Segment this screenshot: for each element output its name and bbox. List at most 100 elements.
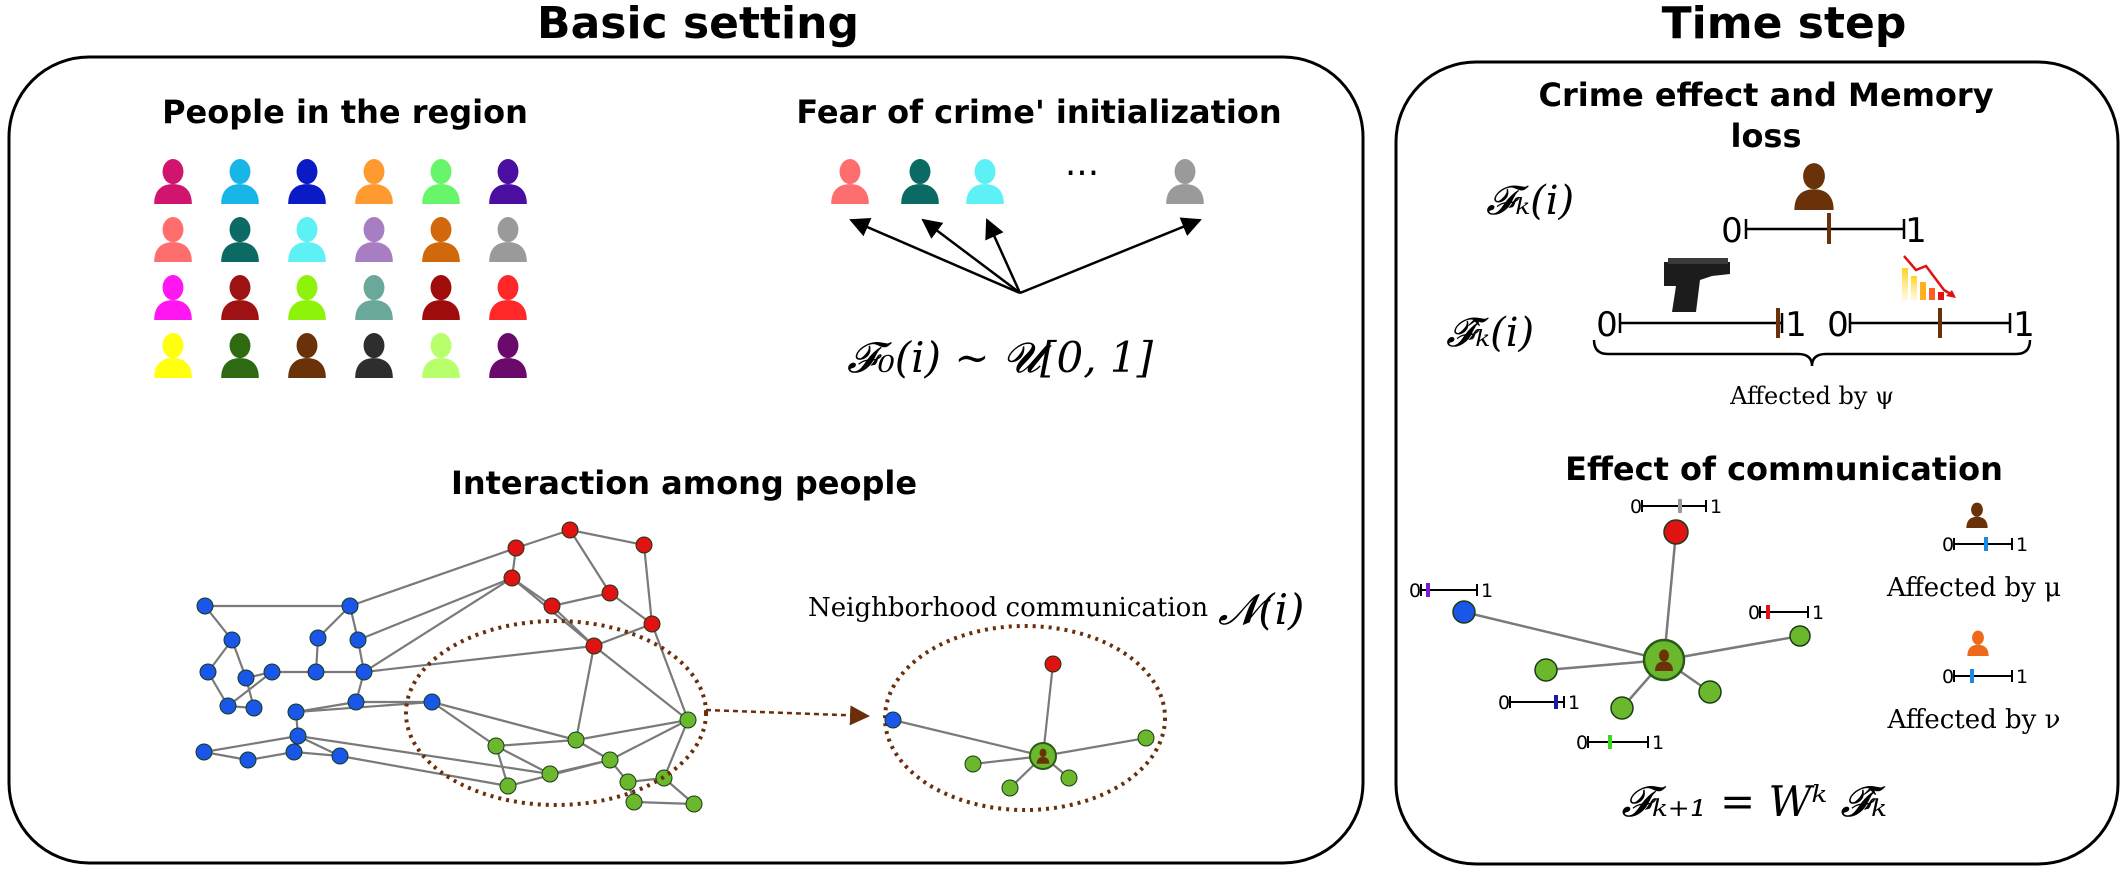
network-node	[239, 751, 257, 769]
crime-title-line2: loss	[1730, 117, 1801, 155]
person-icon	[288, 217, 326, 262]
fear-arrow-1	[849, 217, 1021, 295]
person-icon	[288, 333, 326, 378]
tick-label-one: 1	[2013, 305, 2035, 345]
person-icon	[489, 275, 527, 320]
time-step-panel	[1394, 60, 2120, 866]
network-node	[307, 663, 325, 681]
network-edge	[431, 700, 577, 742]
person-icon	[422, 217, 460, 262]
network-node	[423, 693, 441, 711]
fear-arrow-2	[921, 218, 1021, 294]
person-icon	[355, 217, 393, 262]
tick-label-zero: 0	[1630, 496, 1642, 518]
network-edge	[431, 701, 497, 747]
network-node	[561, 521, 579, 539]
network-node	[285, 743, 303, 761]
network-node	[541, 765, 559, 783]
neighborhood-ellipse-left	[404, 619, 708, 807]
person-icon	[154, 159, 192, 204]
network-node	[355, 663, 373, 681]
network-edge	[507, 758, 611, 788]
person-icon	[489, 159, 527, 204]
network-node	[503, 569, 521, 587]
network-node	[507, 539, 525, 557]
network-node	[219, 697, 237, 715]
network-edge	[575, 718, 689, 742]
person-icon	[422, 333, 460, 378]
network-edge	[357, 576, 513, 642]
network-edge	[633, 800, 695, 806]
tick-label-zero: 0	[1827, 305, 1849, 345]
tick-label-one: 1	[2016, 666, 2028, 688]
person-icon	[288, 275, 326, 320]
network-node	[1610, 696, 1634, 720]
person-icon	[154, 275, 192, 320]
network-edge	[574, 645, 596, 741]
basic-setting-panel	[7, 55, 1365, 865]
network-edge	[495, 738, 577, 748]
affected-psi: Affected by ψ	[1729, 382, 1894, 410]
interaction-network	[195, 521, 703, 813]
network-edge	[650, 623, 690, 721]
network-edge	[349, 546, 517, 608]
network-edge	[609, 719, 689, 761]
network-node	[884, 711, 902, 729]
tick-label-zero: 0	[1596, 305, 1618, 345]
network-node	[223, 631, 241, 649]
tick-label-zero: 0	[1721, 211, 1743, 251]
network-node	[964, 755, 982, 773]
network-edge	[495, 745, 551, 775]
fk-hat-label: 𝓕̂ₖ(i)	[1446, 310, 1534, 356]
fear-arrows	[849, 217, 1202, 295]
network-node	[199, 663, 217, 681]
tick-label-zero: 0	[1498, 692, 1510, 714]
network-node	[1137, 729, 1155, 747]
fear-arrow-4	[1019, 217, 1202, 295]
network-node	[347, 693, 365, 711]
person-icon	[221, 217, 259, 262]
neighborhood-label: Neighborhood communication	[808, 593, 1208, 623]
network-node	[585, 637, 603, 655]
person-icon	[422, 159, 460, 204]
network-edge	[551, 591, 611, 608]
time-step-title: Time step	[1662, 0, 1907, 49]
neighborhood-ellipse-right	[883, 624, 1167, 812]
people-grid	[154, 159, 527, 378]
fear-title: Fear of crime' initialization	[796, 93, 1281, 131]
network-edge	[203, 734, 299, 754]
person-icon	[221, 275, 259, 320]
network-node	[245, 699, 263, 717]
network-edge	[1042, 736, 1147, 758]
person-icon	[1794, 163, 1834, 210]
network-edge	[609, 592, 653, 625]
interaction-title: Interaction among people	[451, 464, 917, 502]
neighborhood-symbol: 𝓝(i)	[1218, 585, 1304, 634]
network-edge	[642, 544, 654, 625]
person-icon	[489, 217, 527, 262]
person-icon	[154, 333, 192, 378]
network-edge	[593, 622, 653, 648]
network-edge	[1663, 634, 1801, 662]
person-icon	[355, 275, 393, 320]
network-node	[1044, 655, 1062, 673]
fk-label: 𝓕ₖ(i)	[1486, 178, 1574, 224]
person-icon	[221, 333, 259, 378]
network-node	[196, 597, 214, 615]
network-node	[1001, 779, 1019, 797]
tick-label-one: 1	[2016, 534, 2028, 556]
network-edge	[1041, 663, 1055, 757]
tick-label-one: 1	[1905, 211, 1927, 251]
neighborhood-subnetwork	[884, 655, 1155, 797]
basic-setting-title: Basic setting	[537, 0, 859, 49]
tick-label-one: 1	[1812, 602, 1824, 624]
network-node	[685, 795, 703, 813]
network-node	[341, 597, 359, 615]
network-edge	[515, 528, 571, 550]
